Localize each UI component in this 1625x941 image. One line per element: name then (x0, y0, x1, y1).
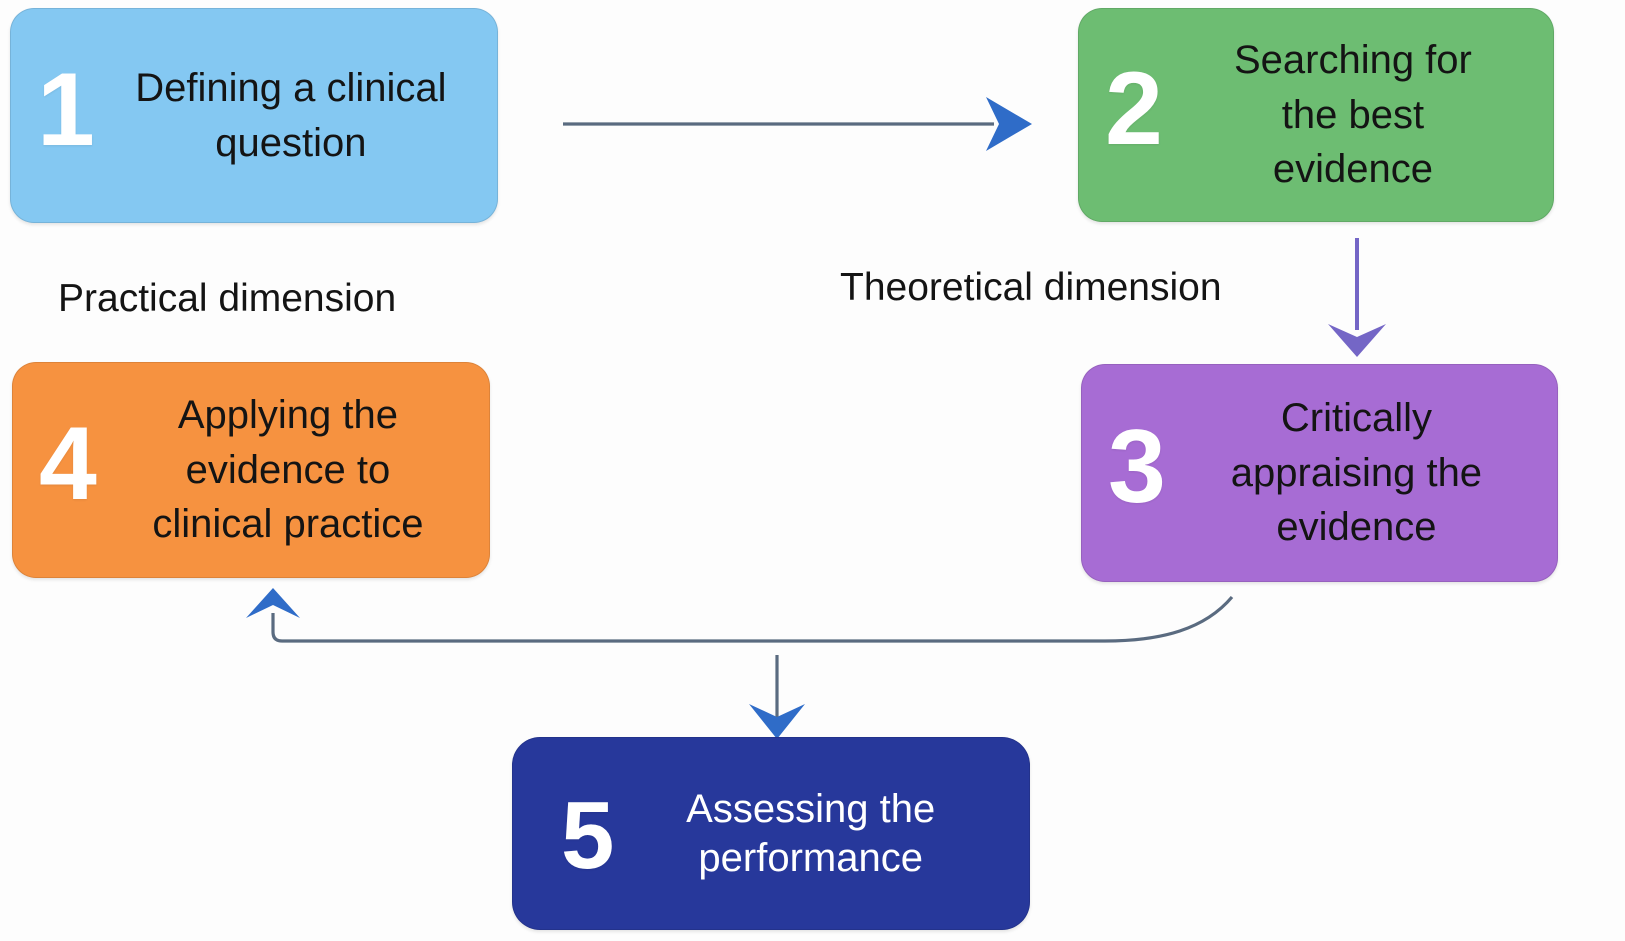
step-label: Assessing the performance (686, 786, 936, 880)
step-number: 1 (37, 51, 95, 168)
step-box-5: 5 Assessing the performance (512, 737, 1030, 930)
arrow-to-step5-head (749, 704, 805, 739)
step-box-2: 2 Searching for the best evidence (1078, 8, 1554, 222)
step-number: 4 (39, 406, 97, 522)
theoretical-dimension-label: Theoretical dimension (840, 266, 1222, 309)
step-box-4: 4 Applying the evidence to clinical prac… (12, 362, 490, 578)
step-box-3: 3 Critically appraising the evidence (1081, 364, 1558, 582)
step-label: Applying the evidence to clinical practi… (152, 393, 424, 547)
step-number: 3 (1108, 409, 1166, 525)
step-label: Defining a clinical question (135, 66, 447, 165)
step-number: 5 (561, 781, 615, 889)
step-label: Critically appraising the evidence (1230, 396, 1483, 550)
step-label: Searching for the best evidence (1233, 38, 1472, 192)
arrow-step3-to-step4-head (246, 588, 300, 618)
step-box-1: 1 Defining a clinical question (10, 8, 498, 223)
arrow-step1-to-step2-head (986, 97, 1032, 151)
arrow-step3-to-step4-path (271, 595, 1234, 643)
step-number: 2 (1105, 51, 1163, 167)
arrow-step2-to-step3-head (1328, 324, 1386, 357)
practical-dimension-label: Practical dimension (58, 277, 397, 320)
